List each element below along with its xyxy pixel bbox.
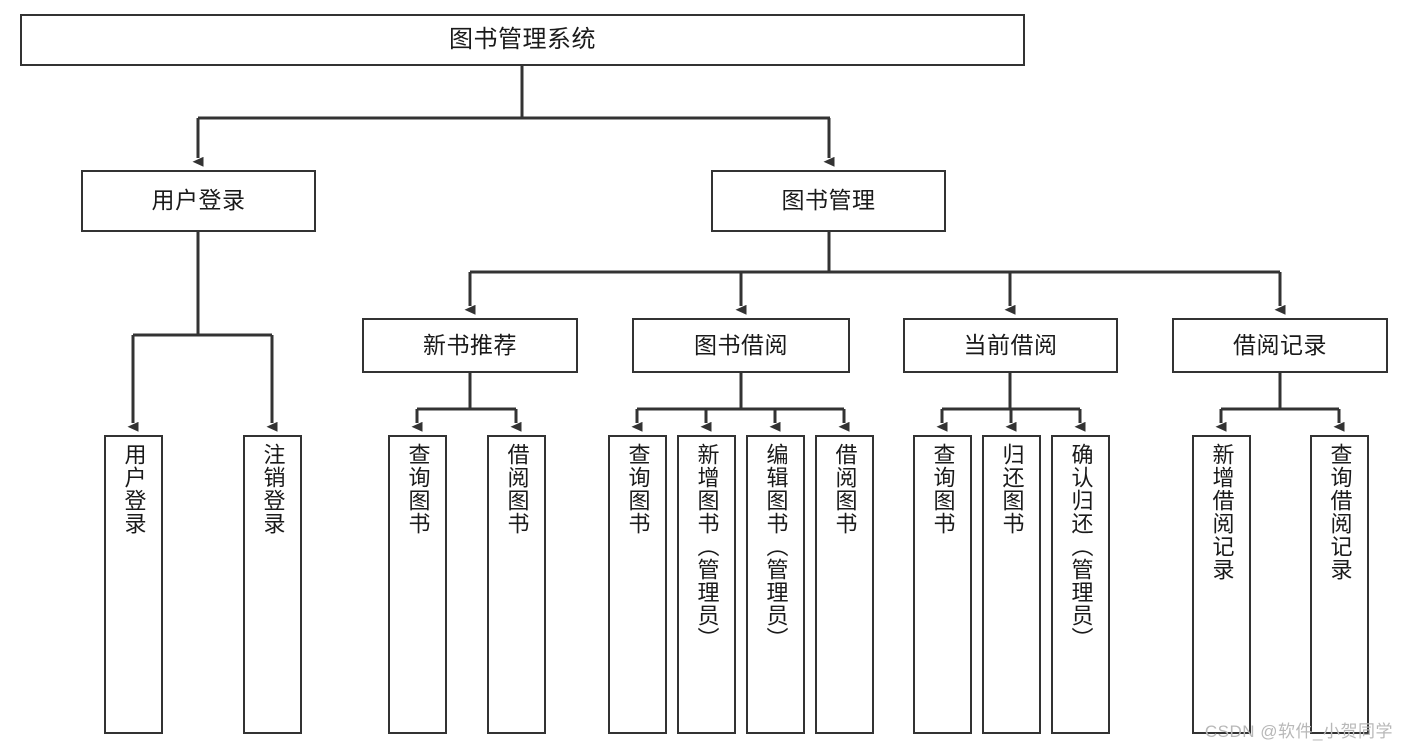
node-leaf-user-login[interactable]: 用户登录 <box>104 435 163 734</box>
node-leaf-confirm-return-label: 确认归还（管理员） <box>1068 443 1094 650</box>
node-leaf-borrow-book-1[interactable]: 借阅图书 <box>487 435 546 734</box>
node-leaf-query-book-1[interactable]: 查询图书 <box>388 435 447 734</box>
node-leaf-add-book[interactable]: 新增图书（管理员） <box>677 435 736 734</box>
node-leaf-query-book-3[interactable]: 查询图书 <box>913 435 972 734</box>
watermark: CSDN @软件_小贺同学 <box>1204 722 1393 741</box>
node-leaf-edit-book-label: 编辑图书（管理员） <box>763 443 789 650</box>
node-root-label: 图书管理系统 <box>449 25 596 53</box>
node-leaf-query-record-label: 查询借阅记录 <box>1327 443 1353 581</box>
node-book-manage[interactable]: 图书管理 <box>711 170 946 232</box>
node-leaf-query-book-1-label: 查询图书 <box>405 443 431 535</box>
node-leaf-query-book-2-label: 查询图书 <box>625 443 651 535</box>
node-user-login-label: 用户登录 <box>151 187 246 214</box>
node-leaf-query-book-2[interactable]: 查询图书 <box>608 435 667 734</box>
node-leaf-borrow-book-2-label: 借阅图书 <box>832 443 858 535</box>
node-new-book-recommend-label: 新书推荐 <box>423 331 517 358</box>
node-book-borrow[interactable]: 图书借阅 <box>632 318 850 373</box>
node-leaf-add-record-label: 新增借阅记录 <box>1209 443 1235 581</box>
node-user-login[interactable]: 用户登录 <box>81 170 316 232</box>
node-leaf-add-record[interactable]: 新增借阅记录 <box>1192 435 1251 734</box>
node-borrow-record-label: 借阅记录 <box>1233 331 1327 358</box>
node-leaf-return-book-label: 归还图书 <box>999 443 1025 535</box>
node-leaf-borrow-book-1-label: 借阅图书 <box>504 443 530 535</box>
node-current-borrow[interactable]: 当前借阅 <box>903 318 1118 373</box>
node-leaf-query-book-3-label: 查询图书 <box>930 443 956 535</box>
node-leaf-add-book-label: 新增图书（管理员） <box>694 443 720 650</box>
node-leaf-user-logout-label: 注销登录 <box>260 443 286 535</box>
node-leaf-borrow-book-2[interactable]: 借阅图书 <box>815 435 874 734</box>
node-book-manage-label: 图书管理 <box>781 187 876 214</box>
node-current-borrow-label: 当前借阅 <box>963 331 1058 358</box>
node-leaf-confirm-return[interactable]: 确认归还（管理员） <box>1051 435 1110 734</box>
node-root[interactable]: 图书管理系统 <box>20 14 1025 66</box>
node-leaf-user-login-label: 用户登录 <box>121 443 147 535</box>
node-book-borrow-label: 图书借阅 <box>694 331 788 358</box>
node-leaf-query-record[interactable]: 查询借阅记录 <box>1310 435 1369 734</box>
node-new-book-recommend[interactable]: 新书推荐 <box>362 318 578 373</box>
node-leaf-return-book[interactable]: 归还图书 <box>982 435 1041 734</box>
node-leaf-edit-book[interactable]: 编辑图书（管理员） <box>746 435 805 734</box>
node-leaf-user-logout[interactable]: 注销登录 <box>243 435 302 734</box>
node-borrow-record[interactable]: 借阅记录 <box>1172 318 1388 373</box>
